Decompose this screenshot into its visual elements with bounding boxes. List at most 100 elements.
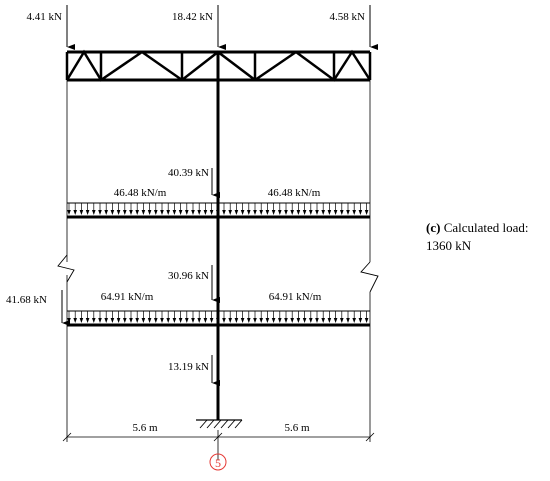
udl-arrowhead: [166, 210, 170, 215]
udl-arrowhead: [364, 318, 369, 323]
base-load-label: 13.19 kN: [168, 361, 209, 373]
fixed-support: [196, 419, 243, 429]
udl-arrowhead: [271, 210, 276, 215]
udl-arrowhead: [247, 318, 251, 323]
udl-arrowhead: [296, 318, 301, 323]
udl-floor1: [67, 310, 370, 323]
floor2-udl-left-label: 46.48 kN/m: [114, 187, 167, 199]
udl-arrowhead: [253, 210, 257, 215]
udl-arrowhead: [147, 318, 152, 323]
udl-arrowhead: [284, 210, 288, 215]
span-left-label: 5.6 m: [132, 422, 158, 434]
udl-arrowhead: [172, 210, 177, 215]
udl-arrowhead: [321, 318, 325, 323]
udl-arrowhead: [234, 318, 239, 323]
caption-label: (c): [426, 220, 441, 235]
udl-arrowhead: [259, 210, 263, 215]
udl-arrowhead: [333, 210, 338, 215]
udl-arrowhead: [104, 318, 108, 323]
udl-arrowhead: [315, 210, 319, 215]
udl-arrowhead: [216, 210, 220, 215]
udl-arrowhead: [67, 210, 71, 215]
udl-arrowhead: [185, 318, 189, 323]
udl-arrowhead: [129, 318, 133, 323]
udl-arrowhead: [110, 318, 115, 323]
udl-arrowhead: [265, 210, 270, 215]
udl-arrowhead: [178, 210, 183, 215]
udl-arrowhead: [160, 210, 164, 215]
udl-arrowhead: [203, 210, 208, 215]
top-load-left-label: 4.41 kN: [27, 11, 63, 23]
udl-arrowhead: [309, 210, 313, 215]
udl-arrowhead: [290, 318, 294, 323]
udl-arrowhead: [265, 318, 270, 323]
udl-arrowhead: [110, 210, 115, 215]
udl-arrowhead: [116, 318, 121, 323]
right-break-symbol: [360, 261, 379, 293]
udl-arrowhead: [327, 210, 332, 215]
udl-arrowhead: [340, 318, 344, 323]
floor1-udl-right-label: 64.91 kN/m: [269, 291, 322, 303]
udl-arrowhead: [309, 318, 313, 323]
udl-arrowhead: [271, 318, 276, 323]
udl-arrowhead: [154, 210, 158, 215]
udl-arrowhead: [222, 318, 226, 323]
udl-arrowhead: [85, 210, 90, 215]
udl-arrowhead: [352, 318, 356, 323]
udl-arrowhead: [340, 210, 344, 215]
udl-arrowhead: [228, 210, 232, 215]
udl-arrowhead: [135, 210, 139, 215]
udl-arrowhead: [73, 318, 77, 323]
udl-arrowhead: [85, 318, 90, 323]
udl-arrowhead: [129, 210, 133, 215]
udl-arrowhead: [302, 318, 307, 323]
udl-arrowhead: [240, 318, 245, 323]
udl-arrowhead: [98, 210, 102, 215]
caption: (c) Calculated load: 1360 kN: [426, 219, 529, 255]
axis-marker-circle: [209, 453, 227, 471]
udl-arrowhead: [172, 318, 177, 323]
udl-arrowhead: [228, 318, 232, 323]
udl-arrowhead: [104, 210, 108, 215]
udl-arrowhead: [358, 318, 363, 323]
udl-arrowhead: [234, 210, 239, 215]
udl-arrowhead: [203, 318, 208, 323]
left-break-symbol: [57, 254, 75, 283]
udl-arrowhead: [364, 210, 369, 215]
udl-arrowhead: [73, 210, 77, 215]
udl-arrowhead: [321, 210, 325, 215]
udl-arrowhead: [67, 318, 71, 323]
udl-arrowhead: [296, 210, 301, 215]
udl-arrowhead: [141, 210, 146, 215]
udl-arrowhead: [333, 318, 338, 323]
udl-arrowhead: [191, 318, 195, 323]
udl-arrowhead: [191, 210, 195, 215]
dimension-line: [62, 430, 375, 460]
udl-arrowhead: [315, 318, 319, 323]
udl-arrowhead: [185, 210, 189, 215]
caption-line1: Calculated load:: [440, 220, 529, 235]
udl-arrowhead: [79, 318, 84, 323]
udl-arrowhead: [123, 210, 127, 215]
udl-arrowhead: [222, 210, 226, 215]
udl-arrowhead: [278, 210, 282, 215]
udl-arrowhead: [141, 318, 146, 323]
udl-arrowhead: [240, 210, 245, 215]
udl-arrowhead: [302, 210, 307, 215]
udl-arrowhead: [154, 318, 158, 323]
udl-arrowhead: [135, 318, 139, 323]
udl-arrowhead: [92, 318, 96, 323]
udl-arrowhead: [346, 210, 350, 215]
udl-arrowhead: [123, 318, 127, 323]
udl-arrowhead: [197, 318, 201, 323]
floor1-point-load-label: 30.96 kN: [168, 270, 209, 282]
udl-arrowhead: [278, 318, 282, 323]
udl-arrowhead: [352, 210, 356, 215]
udl-arrowhead: [147, 210, 152, 215]
udl-arrowhead: [116, 210, 121, 215]
floor2-point-load-label: 40.39 kN: [168, 167, 209, 179]
udl-arrowhead: [247, 210, 251, 215]
udl-arrowhead: [160, 318, 164, 323]
udl-arrowhead: [259, 318, 263, 323]
